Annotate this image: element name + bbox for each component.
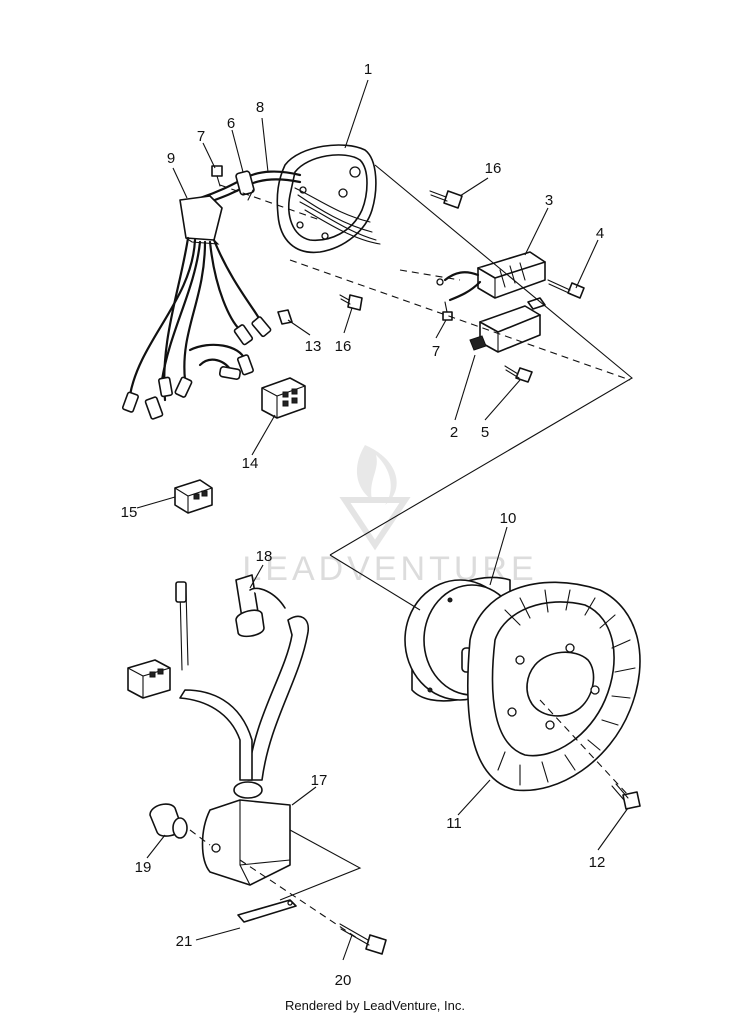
callout-19: 19 bbox=[135, 859, 152, 876]
callout-14: 14 bbox=[242, 455, 259, 472]
assembly-line-dash2 bbox=[289, 259, 631, 381]
wire-harness-bundle bbox=[198, 170, 302, 206]
callout-7-top: 7 bbox=[197, 128, 205, 145]
assembly-line-coil-2 bbox=[239, 859, 361, 941]
bolt-12 bbox=[611, 783, 641, 810]
callout-16-top: 16 bbox=[485, 160, 502, 177]
callout-2: 2 bbox=[450, 424, 458, 441]
coil-connector bbox=[127, 659, 171, 699]
assembly-line-coil bbox=[189, 829, 211, 846]
callout-21: 21 bbox=[176, 933, 193, 950]
connector-15 bbox=[174, 479, 213, 514]
callout-4: 4 bbox=[596, 225, 604, 242]
callout-1: 1 bbox=[364, 61, 372, 78]
callout-9: 9 bbox=[167, 150, 175, 167]
flywheel-fan bbox=[467, 581, 641, 792]
callout-20: 20 bbox=[335, 972, 352, 989]
callout-17: 17 bbox=[311, 772, 328, 789]
rectifier bbox=[469, 297, 546, 353]
callout-6: 6 bbox=[227, 115, 235, 132]
callout-leaders bbox=[136, 79, 629, 961]
callout-labels: 1 2 3 4 5 6 7 7 8 9 10 11 12 13 14 15 16… bbox=[121, 61, 606, 989]
screw-7-top bbox=[211, 165, 223, 187]
coil-lead-wires bbox=[175, 581, 310, 781]
assembly-line-top bbox=[329, 164, 633, 556]
ignition-coil bbox=[201, 781, 291, 886]
callout-11: 11 bbox=[446, 815, 462, 832]
callout-13: 13 bbox=[305, 338, 322, 355]
ground-strap-21 bbox=[237, 899, 297, 923]
callout-8: 8 bbox=[256, 99, 264, 116]
bolt-16-top bbox=[429, 190, 463, 209]
assembly-line-dash3 bbox=[399, 269, 461, 281]
assembly-line-flywheel-2 bbox=[329, 554, 421, 611]
grommet-leads bbox=[121, 195, 272, 420]
assembly-line-dash1 bbox=[219, 184, 321, 221]
bolt-20 bbox=[339, 923, 387, 955]
callout-10: 10 bbox=[500, 510, 517, 527]
screw-5 bbox=[504, 365, 533, 383]
stator-plate bbox=[276, 144, 381, 254]
assembly-line-flywheel bbox=[539, 699, 629, 796]
callout-16-middle: 16 bbox=[335, 338, 352, 355]
screw-4 bbox=[547, 279, 585, 299]
callout-5: 5 bbox=[481, 424, 489, 441]
callout-3: 3 bbox=[545, 192, 553, 209]
callout-18: 18 bbox=[256, 548, 273, 565]
spacer-19 bbox=[149, 803, 188, 839]
assembly-line-coil-3 bbox=[279, 829, 362, 901]
bolt-16-middle bbox=[339, 294, 363, 311]
screw-7-middle bbox=[442, 301, 453, 321]
spark-plug-cap bbox=[235, 574, 286, 638]
callout-12: 12 bbox=[589, 854, 606, 871]
callout-15: 15 bbox=[121, 504, 138, 521]
footer-credit: Rendered by LeadVenture, Inc. bbox=[285, 998, 465, 1013]
watermark: LEADVENTURE bbox=[242, 445, 534, 588]
wire-clamp bbox=[235, 170, 255, 196]
connector-14 bbox=[261, 377, 306, 419]
callout-7-middle: 7 bbox=[432, 343, 440, 360]
